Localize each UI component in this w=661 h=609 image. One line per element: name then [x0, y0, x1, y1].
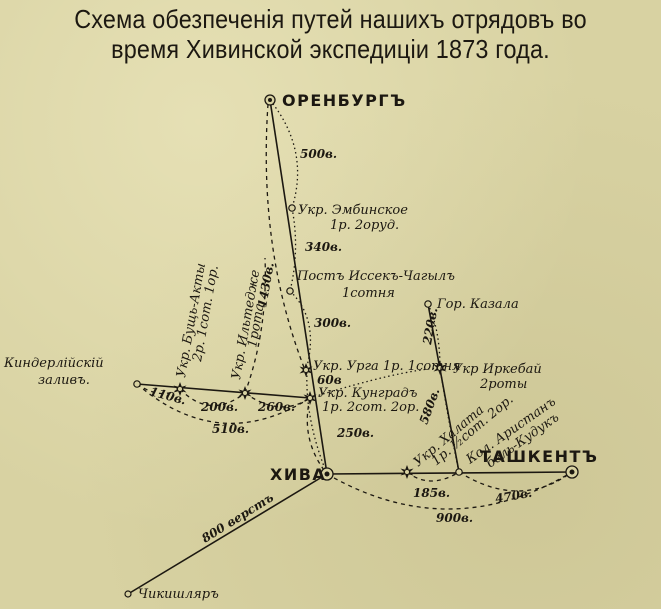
label-kungrad: Укр. Кунградъ [318, 386, 418, 401]
label-tashkent: ТАШКЕНТЪ [480, 447, 598, 466]
dist-200: 200в. [200, 400, 238, 414]
label-irkebai: Укр Иркебай [453, 362, 542, 377]
emba-marker [288, 204, 296, 212]
label-urga-dist: 60в [317, 373, 342, 387]
nodes [124, 94, 579, 598]
dist-185: 185в. [413, 486, 450, 500]
khiva-marker [320, 467, 334, 481]
label-issek: Постъ Иссекъ-Чагылъ [296, 269, 455, 284]
label-emba: Укр. Эмбинское [298, 203, 408, 218]
title-line-1: Схема обезпеченія путей нашихъ отрядовъ … [74, 4, 587, 34]
label-urga: Укр. Урга 1р. 1сотня [313, 359, 461, 374]
dist-470: 470в. [494, 486, 533, 506]
kinderli-marker [133, 380, 141, 388]
title-line-2: время Хивинской экспедиціи 1873 года. [111, 34, 550, 64]
label-irkebai-garrison: 2роты [479, 377, 527, 392]
dist-900: 900в. [436, 511, 473, 525]
label-kungrad-garrison: 1р. 2сот. 2ор. [322, 400, 419, 415]
dist-510: 510в. [212, 422, 249, 436]
label-khiva: ХИВА [270, 465, 326, 484]
label-kinderli-bay: заливъ. [38, 373, 90, 388]
label-issek-garrison: 1сотня [342, 286, 395, 301]
aristan-marker [455, 468, 463, 476]
label-orenburg: ОРЕНБУРГЪ [282, 91, 407, 110]
dist-580: 580в. [417, 386, 443, 426]
dist-260: 260в. [257, 400, 295, 414]
dist-1430: 1430в. [255, 261, 277, 308]
label-kazala: Гор. Казала [436, 297, 519, 312]
dist-300: 300в. [314, 316, 351, 330]
label-emba-garrison: 1р. 2оруд. [330, 218, 399, 233]
label-chikishlyar: Чикишляръ [138, 587, 219, 602]
dist-250: 250в. [336, 426, 374, 440]
dist-500: 500в. [300, 147, 337, 161]
issek-marker [286, 287, 294, 295]
orenburg-marker [264, 94, 276, 106]
route-orenburg-khiva [269, 99, 328, 475]
kazala-marker [424, 300, 432, 308]
khalata-fort-icon [400, 464, 414, 480]
map-title: Схема обезпеченія путей нашихъ отрядовъ … [33, 4, 628, 64]
dash-orenburg-urga [265, 103, 306, 371]
solid-routes [127, 99, 573, 595]
route-khiva-chikishlyar [127, 473, 328, 595]
dist-220: 220в. [420, 307, 440, 347]
dist-800: 800 верстъ [199, 490, 276, 545]
tashkent-marker [565, 465, 579, 479]
chikishlyar-marker [124, 590, 132, 598]
label-kinderli: Киндерлійскій [3, 356, 104, 371]
route-kinderli-kungrad [136, 383, 311, 399]
dist-340: 340в. [305, 240, 342, 254]
route-khiva-tashkent [326, 471, 573, 475]
